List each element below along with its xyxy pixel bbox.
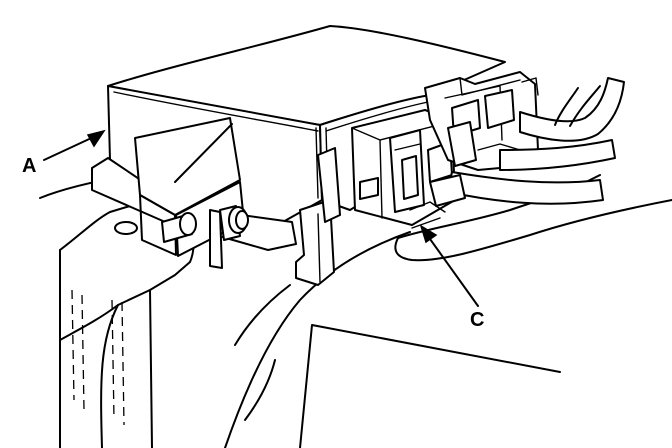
connector-left (351, 109, 456, 229)
callout-c: C (419, 224, 484, 331)
mounting-bracket (39, 171, 195, 448)
callout-a: A (22, 129, 106, 177)
wire-harness (429, 77, 625, 207)
mounting-bolt (161, 205, 249, 243)
harness-clip (295, 147, 341, 286)
floor-panel (224, 174, 672, 448)
connector-right (424, 71, 539, 171)
callout-a-label: A (22, 155, 36, 177)
callout-c-label: C (470, 309, 484, 331)
